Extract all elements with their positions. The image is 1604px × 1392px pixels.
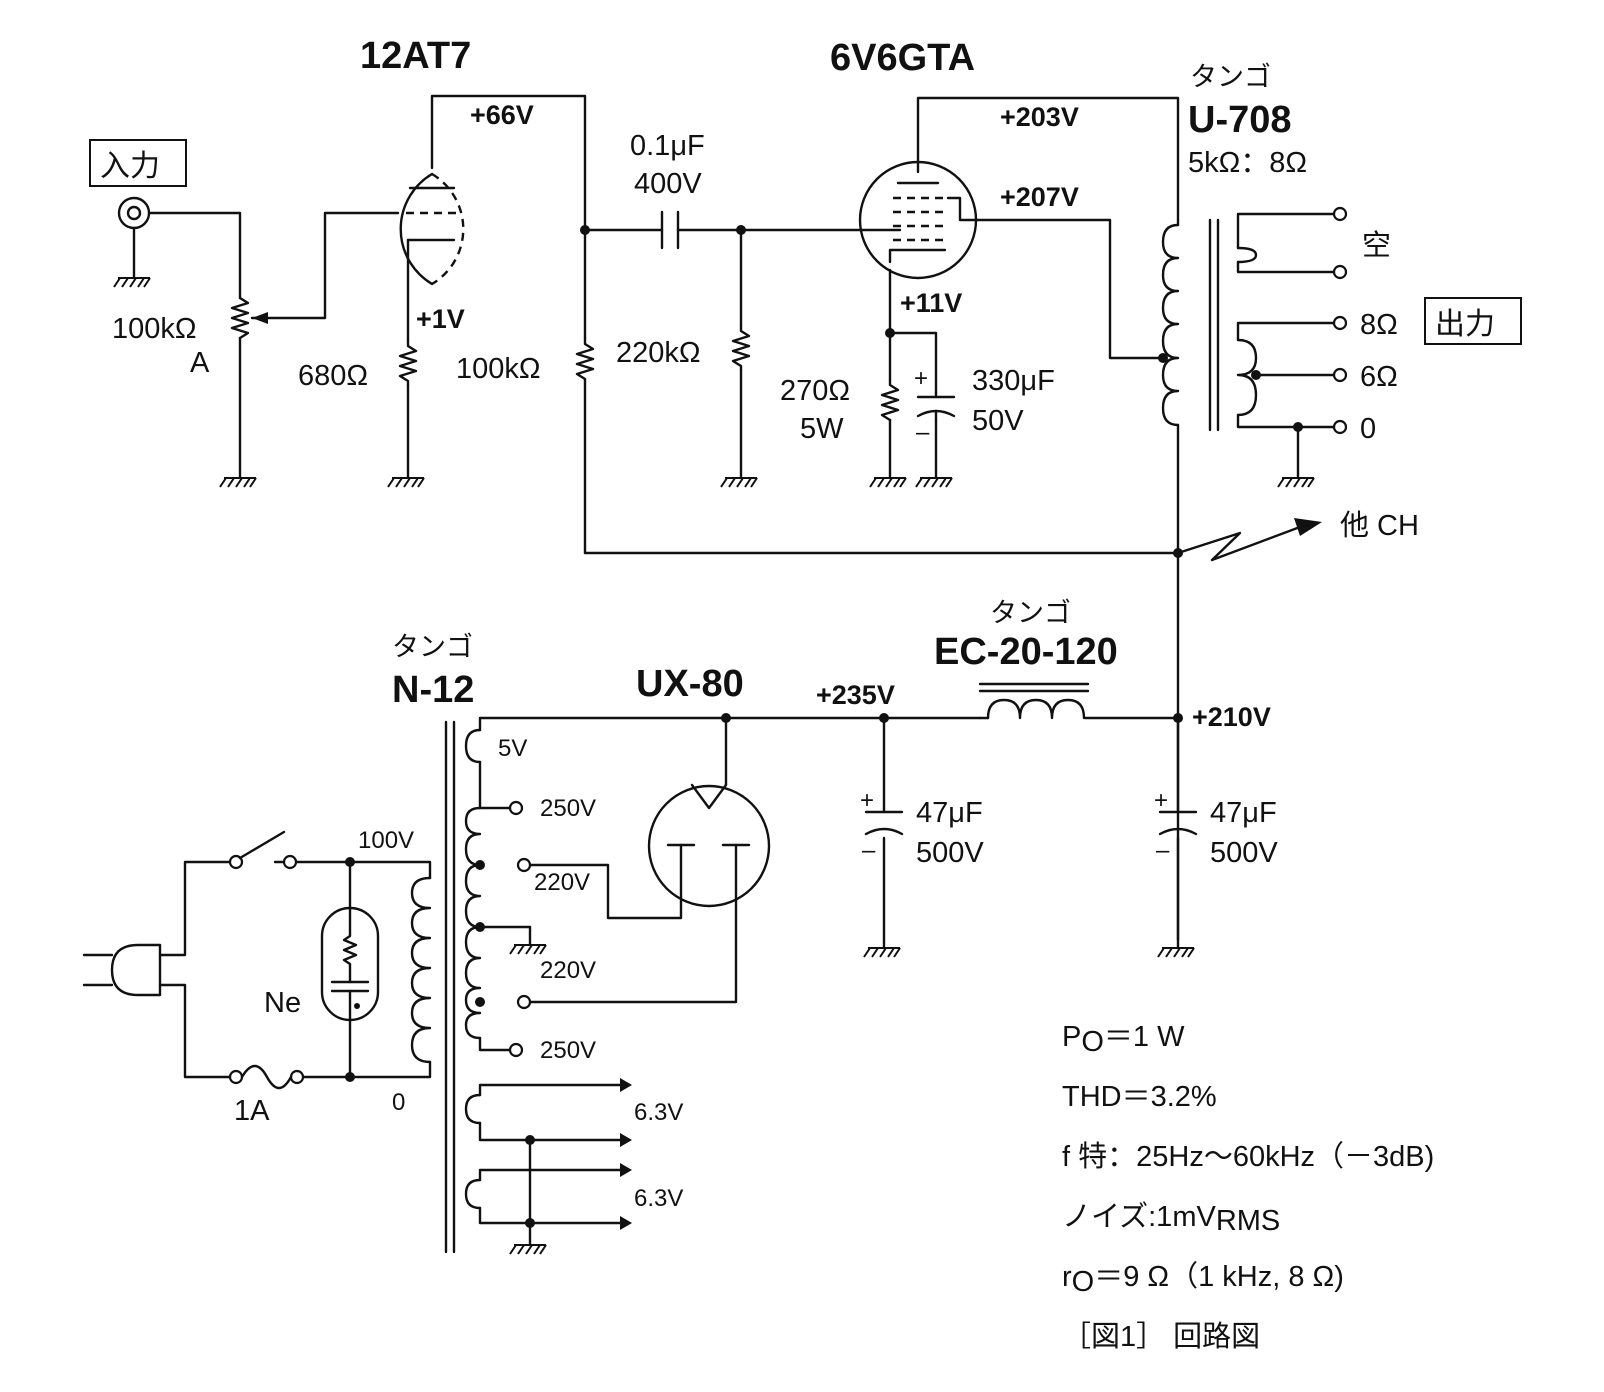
spec-frequency-response: f 特：25Hz～60kHz（－3dB) bbox=[1062, 1140, 1434, 1173]
pt-sec-6v3-2: 6.3V bbox=[634, 1185, 683, 1212]
pt-sec-250v-top: 250V bbox=[540, 795, 596, 822]
input-label: 入力 bbox=[100, 150, 160, 183]
ck2-minus-sign: – bbox=[916, 419, 930, 446]
volume-value: 100kΩ bbox=[112, 313, 197, 345]
ot-tap-0 bbox=[1332, 419, 1348, 435]
ot-tap-label-6: 6Ω bbox=[1360, 361, 1398, 393]
screen-voltage-6v6: +207V bbox=[1000, 182, 1079, 212]
pt-sec-5v: 5V bbox=[498, 735, 527, 762]
rk2-value: 270Ω bbox=[780, 375, 850, 407]
cathode-voltage-12at7: +1V bbox=[416, 304, 465, 334]
fuse-rating: 1A bbox=[234, 1095, 270, 1127]
ck2-value: 330μF bbox=[972, 365, 1055, 397]
ot-tap-empty-2 bbox=[1332, 264, 1348, 280]
b-plus-voltage: +210V bbox=[1192, 702, 1271, 732]
ck2-voltage: 50V bbox=[972, 405, 1024, 437]
output-transformer-icon bbox=[1161, 218, 1258, 432]
ck2-plus-sign: + bbox=[914, 365, 928, 392]
ot-tap-8ohm bbox=[1332, 315, 1348, 331]
plate-load-resistor-100k bbox=[575, 336, 595, 382]
c2-minus-sign: – bbox=[1156, 837, 1170, 864]
cathode-capacitor-330uf bbox=[916, 391, 956, 422]
output-label: 出力 bbox=[1435, 308, 1495, 341]
c1-plus-sign: + bbox=[860, 787, 874, 814]
pt-maker: タンゴ bbox=[392, 632, 473, 662]
filter-capacitor-2 bbox=[1158, 810, 1198, 836]
pt-primary-0: 0 bbox=[392, 1089, 405, 1116]
pt-sec-6v3-1: 6.3V bbox=[634, 1099, 683, 1126]
cc-value: 0.1μF bbox=[630, 130, 705, 162]
volume-taper: A bbox=[190, 347, 210, 379]
spec-output-impedance: rO＝9 Ω（1 kHz, 8 Ω) bbox=[1062, 1261, 1344, 1298]
rl1-value: 100kΩ bbox=[456, 353, 541, 385]
input-label-box bbox=[89, 139, 187, 187]
power-plug-icon bbox=[82, 943, 162, 997]
pt-tap-220v-top bbox=[516, 857, 532, 873]
c1-value: 47μF bbox=[916, 797, 983, 829]
neon-label: Ne bbox=[264, 987, 301, 1019]
coupling-capacitor bbox=[660, 210, 680, 250]
tube-12at7-icon bbox=[399, 172, 465, 286]
filter-capacitor-1 bbox=[864, 810, 904, 836]
plate-voltage-6v6: +203V bbox=[1000, 102, 1079, 132]
c2-value: 47μF bbox=[1210, 797, 1277, 829]
rect-out-voltage: +235V bbox=[816, 680, 895, 710]
cathode-resistor-680 bbox=[398, 338, 418, 387]
spec-thd: THD＝3.2% bbox=[1062, 1081, 1217, 1113]
figure-caption: ［図1］ 回路図 bbox=[1062, 1320, 1260, 1353]
rg-value: 220kΩ bbox=[616, 337, 701, 369]
pt-tap-250v-bottom bbox=[508, 1042, 524, 1058]
neon-lamp-icon bbox=[320, 906, 380, 1022]
plate-voltage-12at7: +66V bbox=[470, 100, 534, 130]
tube-6v6gta-icon bbox=[858, 160, 980, 280]
c1-minus-sign: – bbox=[862, 837, 876, 864]
c2-plus-sign: + bbox=[1154, 787, 1168, 814]
spec-output-power: PO＝1 W bbox=[1062, 1021, 1185, 1058]
tube-6v6gta-label: 6V6GTA bbox=[830, 37, 975, 79]
ot-impedance: 5kΩ：8Ω bbox=[1188, 147, 1307, 179]
ot-tap-empty-1 bbox=[1332, 206, 1348, 222]
pt-sec-220v-top: 220V bbox=[534, 869, 590, 896]
ot-model: U-708 bbox=[1188, 99, 1292, 141]
choke-maker: タンゴ bbox=[990, 598, 1071, 628]
cc-voltage: 400V bbox=[634, 168, 702, 200]
rk2-power: 5W bbox=[800, 413, 844, 445]
pt-model: N-12 bbox=[392, 669, 474, 711]
input-jack-icon bbox=[117, 196, 151, 230]
other-channel-label: 他 CH bbox=[1340, 509, 1419, 542]
power-switch-icon bbox=[228, 830, 298, 870]
ot-tap-label-0: 0 bbox=[1360, 413, 1376, 445]
ot-tap-label-empty: 空 bbox=[1362, 229, 1391, 262]
output-label-box bbox=[1424, 297, 1522, 345]
power-transformer-icon bbox=[410, 720, 632, 1254]
ot-tap-6ohm bbox=[1332, 367, 1348, 383]
pt-tap-220v-bottom bbox=[516, 994, 532, 1010]
c1-voltage: 500V bbox=[916, 837, 984, 869]
grid-resistor-220k bbox=[731, 323, 751, 372]
tube-12at7-label: 12AT7 bbox=[360, 35, 471, 77]
pt-primary-100v: 100V bbox=[358, 827, 414, 854]
choke-model: EC-20-120 bbox=[934, 631, 1118, 673]
fuse-icon bbox=[228, 1064, 305, 1090]
tube-ux80-icon bbox=[647, 783, 771, 908]
rk1-value: 680Ω bbox=[298, 360, 368, 392]
spec-noise: ノイズ:1mVRMS bbox=[1062, 1200, 1280, 1237]
cathode-voltage-6v6: +11V bbox=[900, 288, 962, 318]
choke-icon bbox=[978, 682, 1090, 720]
ot-maker: タンゴ bbox=[1190, 62, 1271, 92]
pt-sec-220v-bottom: 220V bbox=[540, 957, 596, 984]
pt-sec-250v-bottom: 250V bbox=[540, 1037, 596, 1064]
volume-potentiometer bbox=[230, 296, 268, 340]
c2-voltage: 500V bbox=[1210, 837, 1278, 869]
pt-tap-250v-top bbox=[508, 800, 524, 816]
tube-ux80-label: UX-80 bbox=[636, 663, 744, 705]
cathode-resistor-270 bbox=[880, 378, 900, 422]
ot-tap-label-8: 8Ω bbox=[1360, 309, 1398, 341]
